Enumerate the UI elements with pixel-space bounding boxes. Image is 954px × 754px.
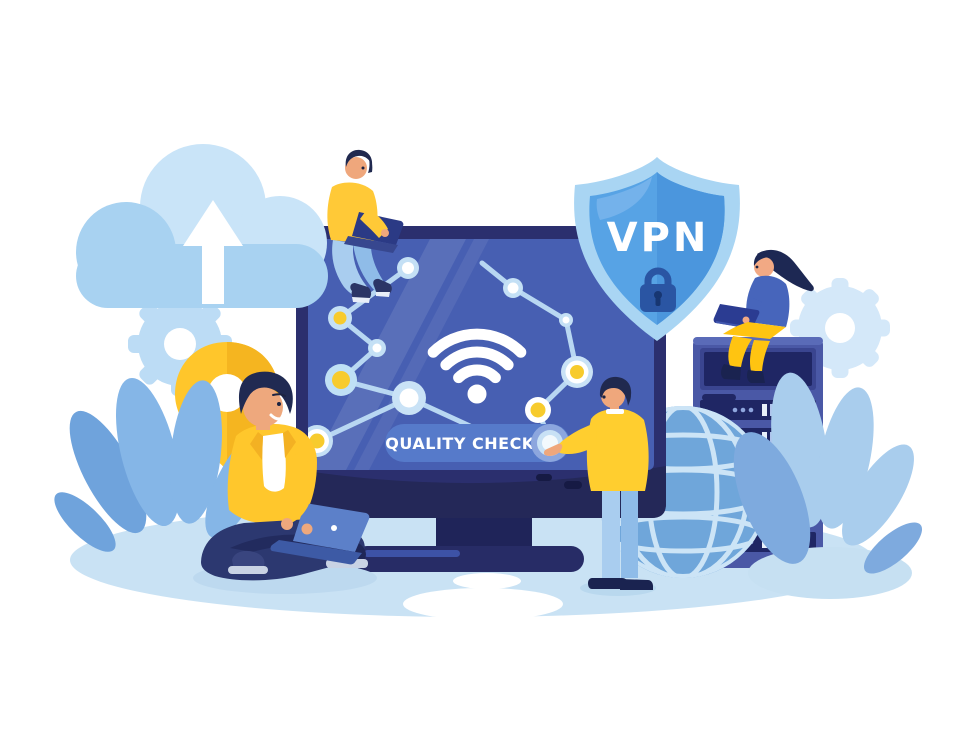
quality-check-label: QUALITY CHECK xyxy=(385,434,535,453)
monitor-stand xyxy=(354,518,584,572)
person-sitting-left xyxy=(193,371,377,594)
padlock-icon xyxy=(640,267,676,312)
person-on-monitor xyxy=(327,149,404,303)
ground-highlight xyxy=(403,588,563,620)
quality-check-button[interactable]: QUALITY CHECK xyxy=(385,424,570,462)
vpn-label: VPN xyxy=(607,215,710,261)
laptop-icon xyxy=(270,503,370,565)
wifi-icon xyxy=(427,328,527,404)
person-on-server xyxy=(713,249,814,383)
ground-highlight-small xyxy=(453,573,521,589)
cloud-upload-icon xyxy=(76,144,328,308)
plant-right xyxy=(733,372,923,599)
person-standing xyxy=(543,376,656,596)
network-nodes-icon xyxy=(308,257,593,457)
up-arrow-icon xyxy=(183,200,243,304)
vpn-shield-icon: VPN xyxy=(574,157,740,341)
